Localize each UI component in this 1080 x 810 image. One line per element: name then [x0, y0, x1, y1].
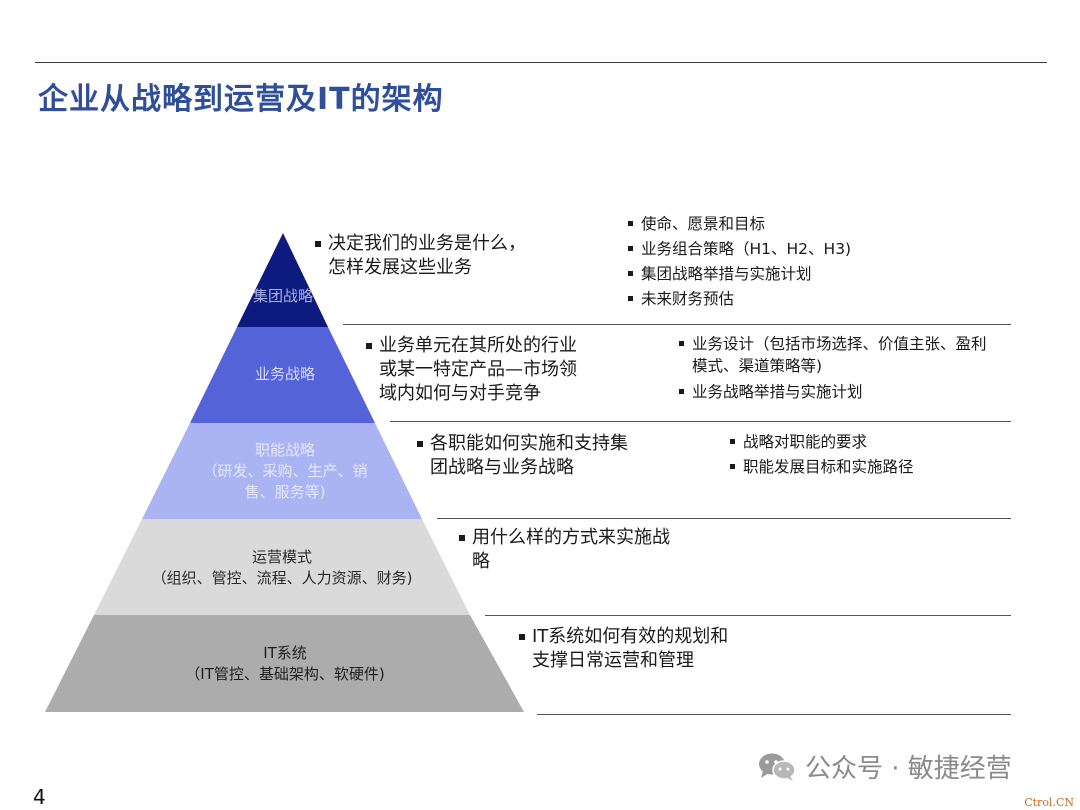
bullet-item: 业务设计（包括市场选择、价值主张、盈利 模式、渠道策略等): [679, 333, 987, 377]
bullet-text: 业务设计（包括市场选择、价值主张、盈利: [692, 335, 987, 353]
separator-line: [390, 421, 1011, 422]
bullet-item: 业务组合策略（H1、H2、H3): [628, 237, 851, 262]
description-line: 域内如何与对手竞争: [379, 383, 541, 404]
pyramid-level-operating: [94, 519, 470, 615]
bullet-item: 未来财务预估: [628, 287, 851, 312]
description-line: 团战略与业务战略: [430, 457, 574, 478]
pyramid-level-group: [237, 233, 328, 327]
watermark-text: 公众号 · 敏捷经营: [805, 754, 1012, 784]
level-label-line: 运营模式: [251, 548, 312, 566]
watermark: 公众号 · 敏捷经营: [757, 748, 1012, 785]
description-functional: 各职能如何实施和支持集 团战略与业务战略: [417, 432, 628, 480]
description-line: 略: [472, 551, 490, 572]
bullet-text: 职能发展目标和实施路径: [743, 458, 914, 476]
pyramid-level-it: [45, 615, 524, 712]
description-line: IT系统如何有效的规划和: [532, 626, 729, 647]
description-item: 业务单元在其所处的行业 或某一特定产品—市场领 域内如何与对手竞争: [366, 334, 577, 406]
bullet-item: 职能发展目标和实施路径: [730, 455, 914, 480]
separator-line: [343, 324, 1011, 325]
bullets-group: 使命、愿景和目标 业务组合策略（H1、H2、H3) 集团战略举措与实施计划 未来…: [628, 212, 851, 312]
pyramid-level-business: [190, 327, 375, 423]
bullets-functional: 战略对职能的要求 职能发展目标和实施路径: [730, 430, 914, 480]
bullet-text: 业务战略举措与实施计划: [692, 383, 863, 401]
level-label-it: IT系统 （IT管控、基础架构、软硬件): [135, 643, 435, 685]
level-label-group: 集团战略: [238, 286, 328, 307]
separator-line: [537, 714, 1011, 715]
bullet-text: 业务组合策略（H1、H2、H3): [641, 240, 852, 258]
description-line: 各职能如何实施和支持集: [430, 433, 628, 454]
page-number: 4: [33, 785, 46, 809]
description-line: 怎样发展这些业务: [328, 257, 472, 278]
description-line: 支撑日常运营和管理: [532, 650, 694, 671]
level-label-operating: 运营模式 （组织、管控、流程、人力资源、财务): [112, 547, 452, 589]
corner-mark: Ctrol.CN: [1024, 796, 1074, 809]
bullet-text: 模式、渠道策略等): [692, 357, 823, 375]
level-label-functional: 职能战略 （研发、采购、生产、销 售、服务等): [180, 440, 390, 503]
wechat-icon: [759, 753, 796, 781]
level-label-line: 职能战略: [254, 441, 315, 459]
level-label-business: 业务战略: [225, 364, 345, 385]
level-label-line: 售、服务等): [244, 483, 326, 501]
pyramid-level-functional: [142, 423, 422, 519]
level-label-line: 业务战略: [254, 365, 315, 383]
separator-line: [437, 518, 1011, 519]
description-item: IT系统如何有效的规划和 支撑日常运营和管理: [519, 625, 728, 673]
description-group: 决定我们的业务是什么， 怎样发展这些业务: [315, 232, 526, 280]
description-business: 业务单元在其所处的行业 或某一特定产品—市场领 域内如何与对手竞争: [366, 334, 577, 406]
level-label-line: （组织、管控、流程、人力资源、财务): [151, 569, 413, 587]
top-rule: [35, 62, 1047, 63]
bullet-item: 业务战略举措与实施计划: [679, 381, 987, 403]
description-line: 业务单元在其所处的行业: [379, 335, 577, 356]
bullet-item: 战略对职能的要求: [730, 430, 914, 455]
description-line: 决定我们的业务是什么，: [328, 233, 526, 254]
bullet-text: 使命、愿景和目标: [641, 215, 766, 233]
level-label-line: IT系统: [263, 644, 307, 662]
level-label-line: 集团战略: [252, 287, 313, 305]
description-line: 用什么样的方式来实施战: [472, 527, 670, 548]
description-item: 各职能如何实施和支持集 团战略与业务战略: [417, 432, 628, 480]
description-item: 用什么样的方式来实施战 略: [459, 526, 670, 574]
bullets-business: 业务设计（包括市场选择、价值主张、盈利 模式、渠道策略等) 业务战略举措与实施计…: [679, 333, 987, 403]
description-operating: 用什么样的方式来实施战 略: [459, 526, 670, 574]
description-it: IT系统如何有效的规划和 支撑日常运营和管理: [519, 625, 728, 673]
bullet-text: 战略对职能的要求: [743, 433, 868, 451]
bullet-item: 集团战略举措与实施计划: [628, 262, 851, 287]
page-title: 企业从战略到运营及IT的架构: [38, 82, 444, 117]
bullet-item: 使命、愿景和目标: [628, 212, 851, 237]
level-label-line: （研发、采购、生产、销: [202, 462, 368, 480]
description-line: 或某一特定产品—市场领: [379, 359, 577, 380]
bullet-text: 集团战略举措与实施计划: [641, 265, 812, 283]
separator-line: [485, 615, 1011, 616]
bullet-text: 未来财务预估: [641, 290, 735, 308]
description-item: 决定我们的业务是什么， 怎样发展这些业务: [315, 232, 526, 280]
level-label-line: （IT管控、基础架构、软硬件): [185, 665, 385, 683]
